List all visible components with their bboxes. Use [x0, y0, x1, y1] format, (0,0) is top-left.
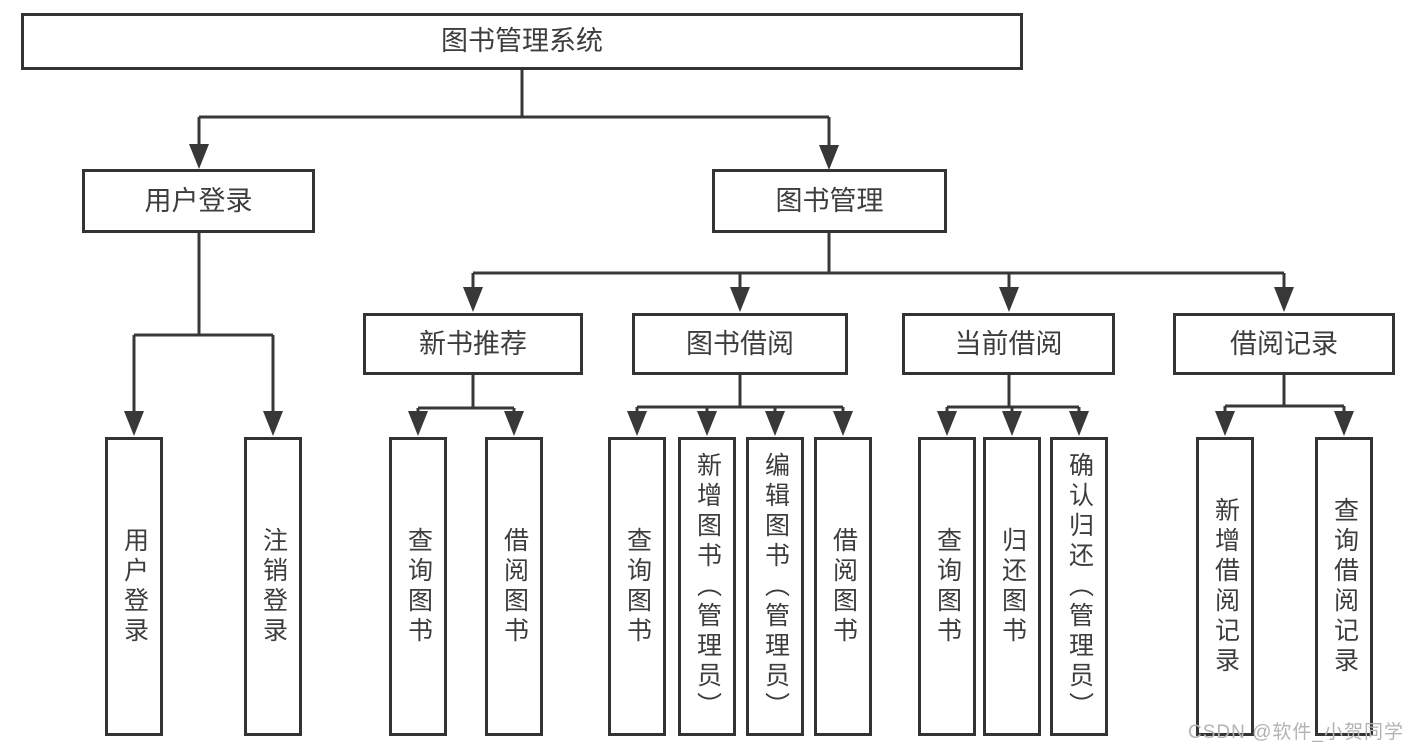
node-book-borrow: 图书借阅 — [632, 313, 848, 375]
leaf-borrow-books-1-label: 借阅图书 — [500, 526, 529, 647]
node-current-borrow-label: 当前借阅 — [954, 328, 1063, 359]
node-root-label: 图书管理系统 — [441, 26, 603, 56]
leaf-borrow-books-2-label: 借阅图书 — [829, 526, 858, 647]
node-new-book-recommend-label: 新书推荐 — [419, 328, 527, 359]
node-borrow-records: 借阅记录 — [1173, 313, 1395, 375]
leaf-return-book-label: 归还图书 — [998, 526, 1027, 647]
node-user-login-label: 用户登录 — [144, 185, 253, 216]
node-user-login: 用户登录 — [82, 169, 315, 233]
leaf-add-book-admin-label: 新增图书（管理员） — [693, 451, 722, 722]
leaf-add-borrow-record-label: 新增借阅记录 — [1211, 496, 1240, 677]
arrowheads — [124, 144, 1354, 436]
leaf-user-login: 用户登录 — [105, 437, 163, 736]
leaf-query-borrow-record: 查询借阅记录 — [1315, 437, 1373, 736]
leaf-confirm-return-admin-label: 确认归还（管理员） — [1065, 451, 1094, 722]
watermark: CSDN @软件_小贺同学 — [1188, 722, 1404, 743]
node-book-management: 图书管理 — [712, 169, 947, 233]
leaf-query-books-2: 查询图书 — [608, 437, 666, 736]
leaf-edit-book-admin: 编辑图书（管理员） — [746, 437, 804, 736]
leaf-query-books-1-label: 查询图书 — [404, 526, 433, 647]
leaf-return-book: 归还图书 — [983, 437, 1041, 736]
leaf-user-login-label: 用户登录 — [120, 526, 149, 647]
node-book-management-label: 图书管理 — [775, 185, 884, 216]
leaf-logout-label: 注销登录 — [259, 526, 288, 647]
node-new-book-recommend: 新书推荐 — [363, 313, 583, 375]
node-root: 图书管理系统 — [21, 13, 1023, 70]
leaf-add-book-admin: 新增图书（管理员） — [678, 437, 736, 736]
node-current-borrow: 当前借阅 — [902, 313, 1115, 375]
leaf-confirm-return-admin: 确认归还（管理员） — [1050, 437, 1108, 736]
leaf-add-borrow-record: 新增借阅记录 — [1196, 437, 1254, 736]
leaf-query-books-2-label: 查询图书 — [623, 526, 652, 647]
leaf-borrow-books-1: 借阅图书 — [485, 437, 543, 736]
node-book-borrow-label: 图书借阅 — [686, 328, 794, 359]
leaf-query-books-3: 查询图书 — [918, 437, 976, 736]
node-borrow-records-label: 借阅记录 — [1230, 328, 1338, 359]
leaf-query-books-1: 查询图书 — [389, 437, 447, 736]
leaf-edit-book-admin-label: 编辑图书（管理员） — [761, 451, 790, 722]
leaf-borrow-books-2: 借阅图书 — [814, 437, 872, 736]
leaf-query-borrow-record-label: 查询借阅记录 — [1330, 496, 1359, 677]
leaf-logout: 注销登录 — [244, 437, 302, 736]
leaf-query-books-3-label: 查询图书 — [933, 526, 962, 647]
